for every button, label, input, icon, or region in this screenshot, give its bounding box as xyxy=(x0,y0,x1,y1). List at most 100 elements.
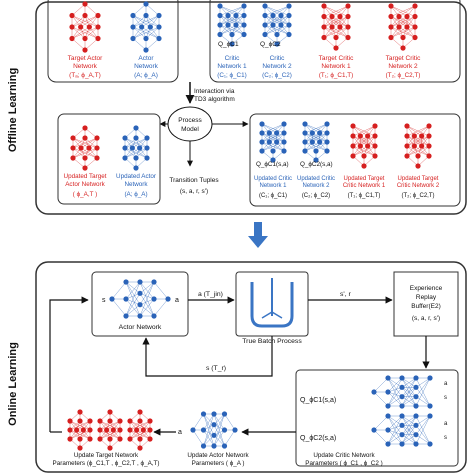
net-edge xyxy=(153,281,169,300)
process-model-ellipse xyxy=(167,106,213,142)
net-edge xyxy=(401,377,417,388)
net-node xyxy=(317,139,323,145)
net-edge xyxy=(323,26,349,38)
net-node xyxy=(87,418,93,424)
net-edge xyxy=(219,15,237,26)
net-node xyxy=(117,436,123,442)
net-edge xyxy=(84,3,99,16)
net-edge xyxy=(335,26,349,38)
net-node xyxy=(388,24,394,30)
net-edge xyxy=(213,429,225,447)
net-node xyxy=(262,22,268,28)
net-edge xyxy=(415,396,431,407)
online-actor-a: a xyxy=(175,297,179,304)
net-node xyxy=(357,133,363,139)
net-node xyxy=(225,22,231,28)
net-node xyxy=(133,165,139,171)
net-edge xyxy=(99,429,121,440)
net-edge xyxy=(264,24,290,35)
net-edge xyxy=(132,26,151,39)
net-edge xyxy=(84,38,99,51)
net-node xyxy=(371,427,377,433)
net-edge xyxy=(71,15,90,28)
net-node xyxy=(127,427,133,433)
net-node xyxy=(67,418,73,424)
net-node xyxy=(399,422,405,428)
net-edge xyxy=(71,15,86,28)
net-edge xyxy=(72,137,90,149)
net-node xyxy=(313,148,319,154)
net-edge xyxy=(304,123,320,134)
net-node xyxy=(270,12,276,19)
net-edge xyxy=(224,429,236,447)
net-edge xyxy=(387,377,403,393)
net-node xyxy=(404,153,410,159)
net-edge xyxy=(227,15,245,26)
net-edge xyxy=(125,281,141,317)
net-edge xyxy=(219,24,245,35)
online-critic-network-1 xyxy=(371,375,433,409)
target-to-actor-line xyxy=(49,296,89,432)
net-node xyxy=(399,432,405,438)
net-edge xyxy=(360,125,376,137)
net-node xyxy=(385,413,391,419)
net-node xyxy=(412,13,418,20)
net-edge xyxy=(224,413,236,431)
net-node xyxy=(211,443,217,449)
net-edge xyxy=(415,434,431,445)
net-edge xyxy=(213,424,225,447)
net-edge xyxy=(352,135,376,147)
net-edge xyxy=(352,145,376,157)
net-node xyxy=(144,155,150,161)
net-edge xyxy=(272,15,290,26)
net-edge xyxy=(125,298,141,317)
net-node xyxy=(345,34,351,41)
net-node xyxy=(412,34,418,41)
net-edge xyxy=(387,396,403,407)
net-node xyxy=(412,3,418,9)
transition-title: Transition Tuples xyxy=(169,177,219,184)
net-node xyxy=(200,427,207,433)
net-node xyxy=(413,384,419,390)
net-edge xyxy=(323,16,349,28)
net-node xyxy=(388,13,394,20)
action-label: a (T_jin) xyxy=(198,291,223,298)
net-node xyxy=(426,153,432,159)
updated-target-critic-2 xyxy=(404,123,432,169)
net-node xyxy=(350,133,356,139)
net-edge xyxy=(80,26,99,39)
net-node xyxy=(127,436,133,442)
net-edge xyxy=(406,125,422,137)
net-node xyxy=(77,409,83,415)
net-node xyxy=(80,427,86,433)
net-edge xyxy=(406,125,430,137)
net-edge xyxy=(360,145,376,157)
update-actor-a: a xyxy=(178,429,182,436)
net-edge xyxy=(335,37,349,49)
net-node xyxy=(82,35,88,42)
net-node xyxy=(313,157,319,163)
updated-critic1-q: Q_ϕC1(s,a) xyxy=(256,161,289,168)
net-node xyxy=(302,130,308,136)
net-edge xyxy=(387,415,403,445)
online-frame xyxy=(35,261,467,473)
offline-section-label: Offline Learning xyxy=(7,68,19,152)
net-edge xyxy=(136,420,151,431)
net-edge xyxy=(352,125,368,137)
net-edge xyxy=(390,26,404,38)
net-node xyxy=(229,31,235,38)
net-node xyxy=(345,13,351,20)
net-edge xyxy=(203,413,215,431)
net-edge xyxy=(261,132,285,143)
net-node xyxy=(372,123,378,129)
net-edge xyxy=(387,391,403,407)
net-node xyxy=(388,3,394,9)
net-edge xyxy=(213,413,225,436)
net-edge xyxy=(269,132,285,143)
net-edge xyxy=(219,5,237,16)
net-node xyxy=(74,427,80,433)
net-node xyxy=(350,153,356,159)
